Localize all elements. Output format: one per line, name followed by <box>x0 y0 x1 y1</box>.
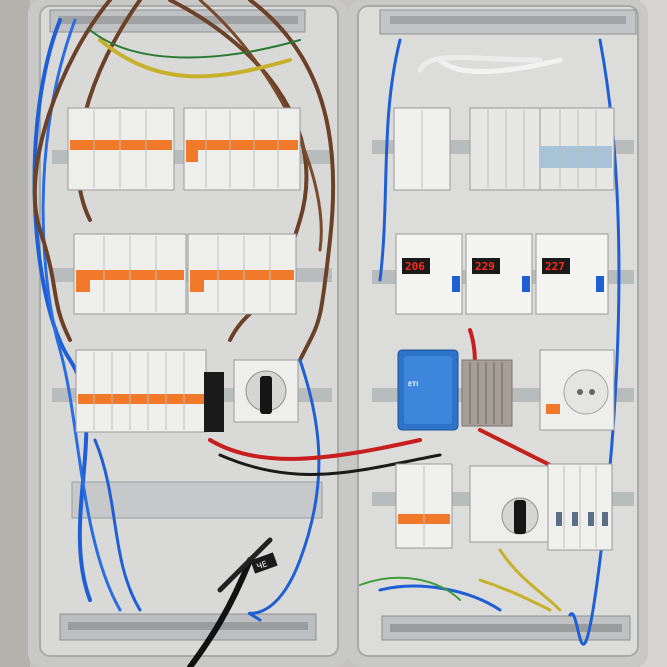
bottom-terminal-rail-left <box>59 613 317 641</box>
relay-2-readout: 229 <box>475 260 495 273</box>
breaker-group-right-row4 <box>395 463 453 549</box>
breaker-group-left-row1 <box>67 107 301 191</box>
breaker-group-right-row4-b <box>547 463 613 551</box>
rotary-switch-right <box>469 465 549 543</box>
left-enclosure <box>28 0 348 667</box>
distribution-block-label: ETI <box>408 381 418 388</box>
relay-3-readout: 227 <box>545 260 565 273</box>
breaker-group-left-row3 <box>75 349 224 433</box>
distribution-block: ETI <box>397 349 459 431</box>
rotary-switch-left <box>233 359 299 423</box>
cable-label-tag: ЧЕ <box>250 552 278 574</box>
relay-1-readout: 206 <box>405 260 425 273</box>
voltage-relay-1: 206 <box>395 233 463 315</box>
terminal-block-strip <box>461 359 513 427</box>
voltage-relay-3: 227 <box>535 233 609 315</box>
right-enclosure <box>348 0 648 667</box>
din-socket-outlet <box>539 349 615 431</box>
breaker-group-left-row2 <box>73 233 297 315</box>
voltage-relay-2: 229 <box>465 233 533 315</box>
breaker-group-right-row1 <box>393 107 615 191</box>
top-terminal-rail-right <box>379 9 637 35</box>
top-terminal-rail-left <box>49 9 306 33</box>
cable-label-text: ЧЕ <box>255 559 268 571</box>
wall-left-strip <box>0 0 30 667</box>
